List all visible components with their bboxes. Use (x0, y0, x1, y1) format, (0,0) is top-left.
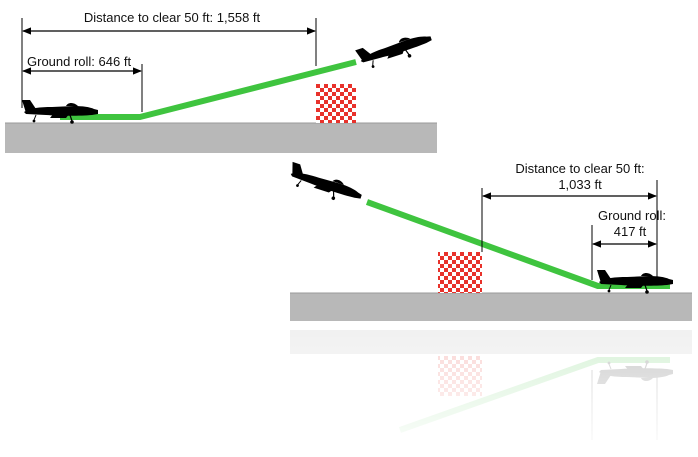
landing-path (365, 199, 670, 289)
runway-ground (5, 123, 437, 153)
takeoff-distance-label: Distance to clear 50 ft: 1,558 ft (84, 10, 261, 25)
airplane-icon (21, 99, 99, 125)
airplane-icon (596, 269, 674, 295)
takeoff-path (60, 59, 357, 120)
landing-ground-roll-label: 417 ft (614, 224, 647, 239)
takeoff-ground-roll-label: Ground roll: 646 ft (27, 54, 131, 69)
landing-distance-label: 1,033 ft (558, 177, 602, 192)
landing-ground-roll-label: Ground roll: (598, 208, 666, 223)
airplane-icon (284, 161, 366, 209)
takeoff-panel: Distance to clear 50 ft: 1,558 ft Ground… (5, 10, 437, 153)
obstacle-icon (438, 252, 482, 293)
landing-panel: Distance to clear 50 ft: 1,033 ft Ground… (284, 161, 692, 321)
landing-distance-label: Distance to clear 50 ft: (515, 161, 644, 176)
airplane-icon (354, 26, 436, 74)
obstacle-icon (316, 84, 356, 123)
runway-ground (290, 293, 692, 321)
